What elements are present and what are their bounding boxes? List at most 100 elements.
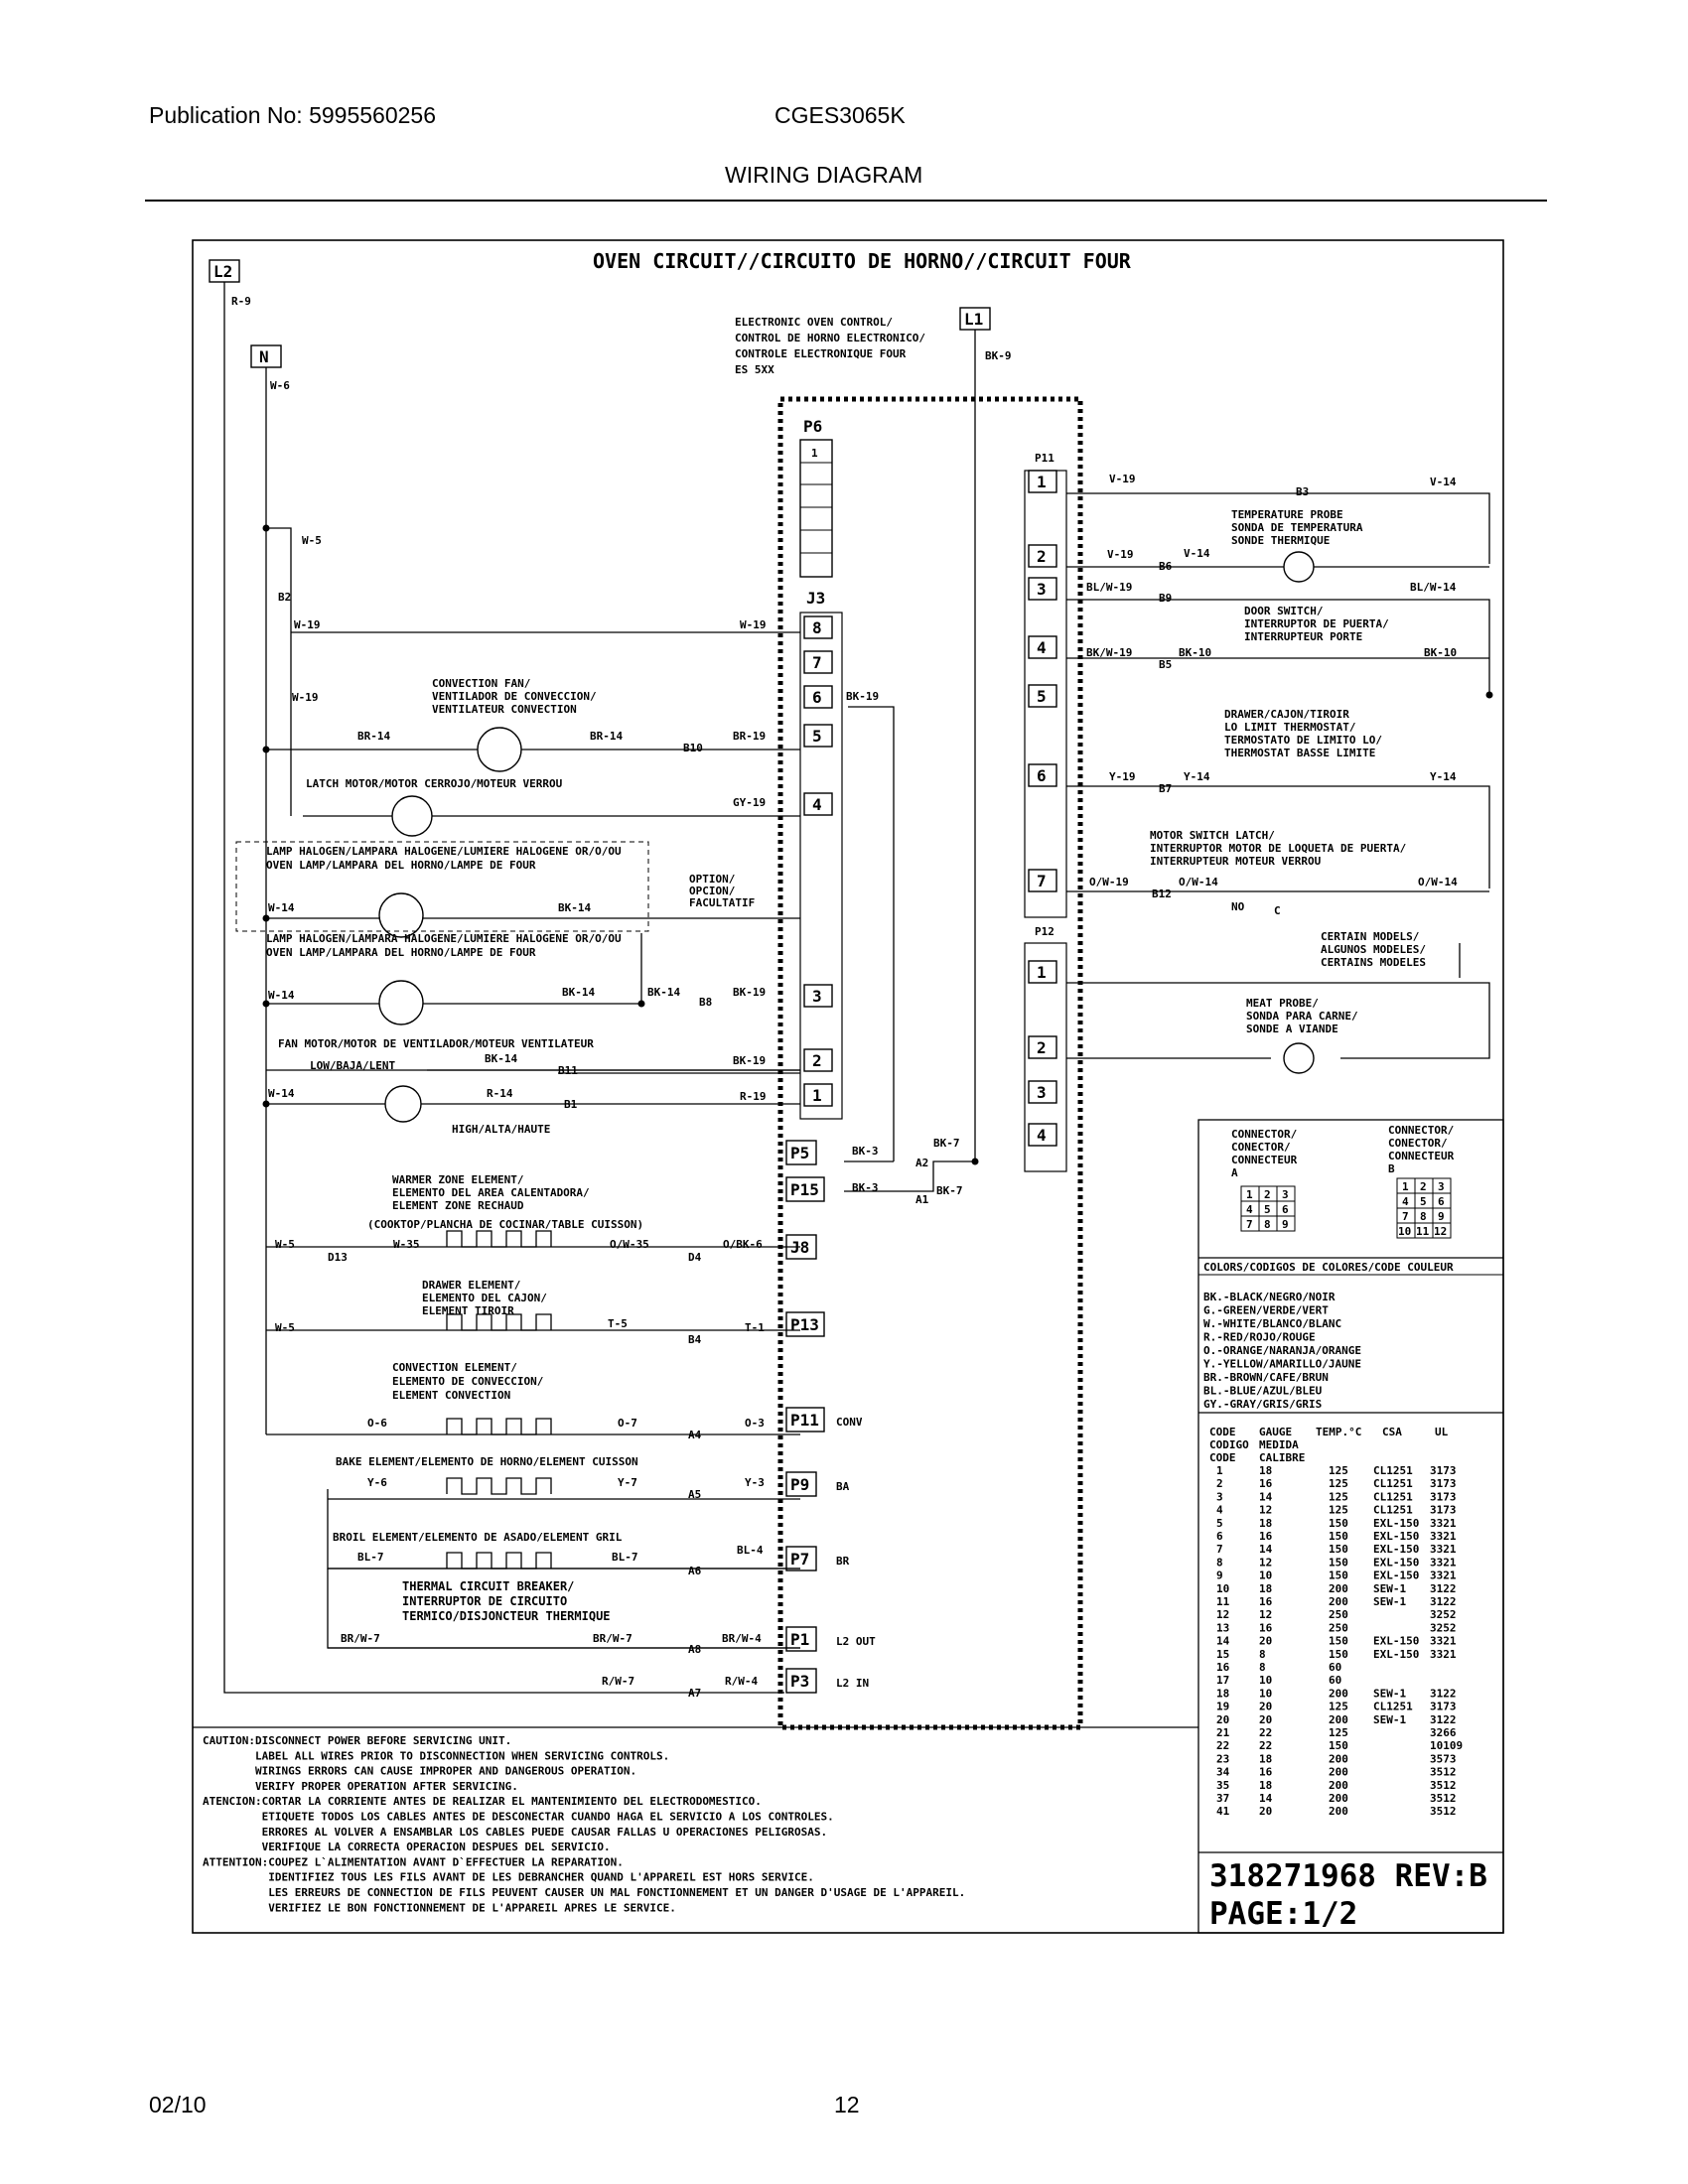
- wire-r19: R-19: [740, 1090, 767, 1103]
- gauge-header-cell: CODE: [1209, 1451, 1236, 1464]
- j3-pin-5-label: 5: [812, 727, 822, 746]
- conn-a-2: CONECTOR/: [1231, 1141, 1291, 1154]
- gauge-cell: 125: [1329, 1477, 1348, 1490]
- warmer-label-3: ELEMENT ZONE RECHAUD: [392, 1199, 524, 1212]
- diagram-title: OVEN CIRCUIT//CIRCUITO DE HORNO//CIRCUIT…: [593, 249, 1132, 273]
- wire-b8: B8: [699, 996, 712, 1009]
- relay-p9-label: P9: [790, 1475, 809, 1494]
- gauge-cell: 200: [1329, 1752, 1348, 1765]
- grid-cell-label: 1: [1246, 1188, 1253, 1201]
- p12-housing: [1024, 942, 1067, 1172]
- wire-brw7b: BR/W-7: [593, 1632, 633, 1645]
- j3-pin-3: [803, 984, 833, 1008]
- wire-bk7b: BK-7: [936, 1184, 963, 1197]
- p11-pin-3: [1028, 577, 1057, 601]
- door-switch-label-2: INTERRUPTOR DE PUERTA/: [1244, 617, 1389, 630]
- grid-cell-label: 4: [1402, 1195, 1409, 1208]
- gauge-cell: 10: [1259, 1687, 1272, 1700]
- gauge-cell: 8: [1259, 1648, 1266, 1661]
- drawer-el-label-1: DRAWER ELEMENT/: [422, 1279, 521, 1292]
- gauge-cell: 150: [1329, 1543, 1348, 1556]
- wire-b12: B12: [1152, 887, 1172, 900]
- gauge-cell: 8: [1259, 1661, 1266, 1674]
- tcb-label-2: INTERRUPTOR DE CIRCUITO: [402, 1594, 567, 1608]
- gauge-cell: 22: [1216, 1739, 1229, 1752]
- wire-a6: A6: [688, 1565, 702, 1577]
- gauge-cell: 9: [1216, 1570, 1223, 1582]
- gauge-cell: 10: [1216, 1582, 1229, 1595]
- warmer-element-symbol: [446, 1230, 552, 1248]
- gauge-cell: EXL-150: [1373, 1648, 1419, 1661]
- grid-cell-label: 3: [1438, 1180, 1445, 1193]
- grid-cell-label: 11: [1416, 1225, 1430, 1238]
- gauge-cell: CL1251: [1373, 1464, 1413, 1477]
- grid-cell-label: 12: [1434, 1225, 1447, 1238]
- wire-br14a: BR-14: [357, 730, 390, 743]
- gauge-cell: 10109: [1430, 1739, 1463, 1752]
- gauge-cell: 3321: [1430, 1570, 1457, 1582]
- p12-pin-2: [1028, 1035, 1057, 1059]
- caution-line: LABEL ALL WIRES PRIOR TO DISCONNECTION W…: [203, 1749, 669, 1762]
- wire-ow14b: O/W-14: [1418, 876, 1458, 888]
- temp-probe-label-1: TEMPERATURE PROBE: [1231, 508, 1343, 521]
- gauge-cell: 3321: [1430, 1530, 1457, 1543]
- gauge-cell: 3321: [1430, 1556, 1457, 1569]
- wire-a2: A2: [915, 1157, 928, 1169]
- terminal-l2-label: L2: [213, 262, 232, 281]
- page-of: PAGE:1/2: [1209, 1896, 1357, 1932]
- gauge-cell: 200: [1329, 1582, 1348, 1595]
- gauge-cell: 14: [1259, 1490, 1273, 1503]
- grid-cell-label: 3: [1282, 1188, 1289, 1201]
- wire-y14b: Y-14: [1430, 770, 1457, 783]
- wire-t5: T-5: [608, 1317, 628, 1330]
- j3-pin-1: [803, 1083, 833, 1107]
- gauge-header-cell: MEDIDA: [1259, 1438, 1299, 1451]
- gauge-cell: 18: [1259, 1582, 1272, 1595]
- lamp2-label-1: LAMP HALOGEN/LAMPARA HALOGENE/LUMIERE HA…: [266, 932, 622, 945]
- relay-p11: [785, 1407, 825, 1433]
- wire-v19a: V-19: [1109, 473, 1136, 485]
- relay-p15: [785, 1176, 825, 1202]
- grid-cell-label: 6: [1438, 1195, 1445, 1208]
- wire-ow19: O/W-19: [1089, 876, 1129, 888]
- gauge-header-cell: UL: [1435, 1426, 1449, 1438]
- gauge-cell: 150: [1329, 1517, 1348, 1530]
- control-label-4: ES 5XX: [735, 363, 774, 376]
- grid-cell-label: 2: [1420, 1180, 1427, 1193]
- j3-label: J3: [806, 589, 825, 608]
- wire-y3: Y-3: [745, 1476, 765, 1489]
- wire-bk14d: BK-14: [485, 1052, 517, 1065]
- motor-switch-label-2: INTERRUPTOR MOTOR DE LOQUETA DE PUERTA/: [1150, 842, 1407, 855]
- color-code-row: BR.-BROWN/CAFE/BRUN: [1203, 1371, 1329, 1384]
- wire-v14b: V-14: [1184, 547, 1210, 560]
- gauge-cell: 125: [1329, 1701, 1348, 1713]
- p11-pin-7: [1028, 869, 1057, 892]
- wire-bk14a: BK-14: [558, 901, 591, 914]
- j3-pin-7-label: 7: [812, 653, 822, 672]
- certain-models-2: ALGUNOS MODELES/: [1321, 943, 1426, 956]
- wire-w5c: W-5: [275, 1321, 295, 1334]
- p11-pin-4-label: 4: [1037, 638, 1047, 657]
- warmer-label-2: ELEMENTO DEL AREA CALENTADORA/: [392, 1186, 590, 1199]
- wire-b9: B9: [1159, 592, 1172, 605]
- gauge-cell: 3252: [1430, 1621, 1457, 1634]
- wire-bk10a: BK-10: [1179, 646, 1211, 659]
- temp-probe-label-2: SONDA DE TEMPERATURA: [1231, 521, 1363, 534]
- wire-bk3a: BK-3: [852, 1145, 879, 1158]
- grid-cell-label: 2: [1264, 1188, 1271, 1201]
- p11-pin-1-label: 1: [1037, 473, 1047, 491]
- temp-probe-label-3: SONDE THERMIQUE: [1231, 534, 1330, 547]
- gauge-cell: SEW-1: [1373, 1595, 1406, 1608]
- wire-w6: W-6: [270, 379, 290, 392]
- caution-line: VERIFIEZ LE BON FONCTIONNEMENT DE L'APPA…: [203, 1901, 676, 1914]
- gauge-cell: 200: [1329, 1595, 1348, 1608]
- relay-p13: [785, 1311, 825, 1337]
- relay-p3-note: L2 IN: [836, 1677, 869, 1690]
- wire-o6: O-6: [367, 1417, 387, 1430]
- gauge-cell: 12: [1259, 1608, 1272, 1621]
- motor-switch-label-3: INTERRUPTEUR MOTEUR VERROU: [1150, 855, 1322, 868]
- meat-probe-symbol: [1283, 1042, 1315, 1074]
- lamp1-symbol: [378, 892, 424, 938]
- wire-y7: Y-7: [618, 1476, 637, 1489]
